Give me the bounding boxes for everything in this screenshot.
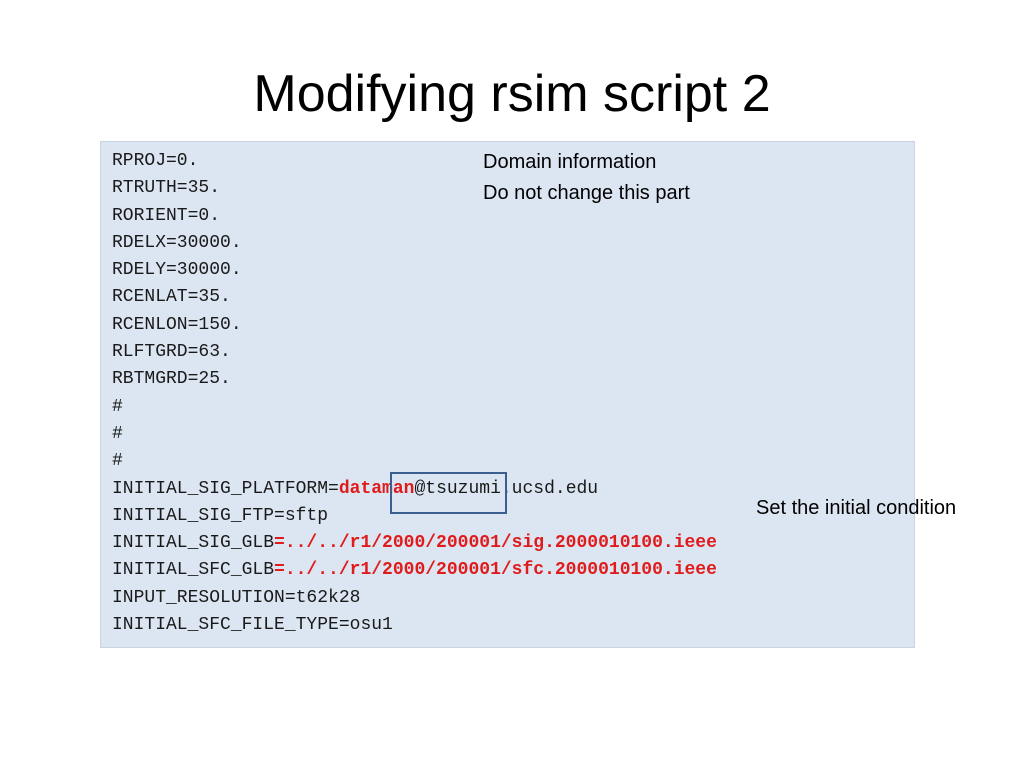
code-line-input-resolution: INPUT_RESOLUTION=t62k28 (112, 587, 361, 608)
sig-glb-key: INITIAL_SIG_GLB (112, 533, 275, 554)
domain-info-note: Domain information Do not change this pa… (483, 147, 690, 209)
code-line-sfc-file-type: INITIAL_SFC_FILE_TYPE=osu1 (112, 615, 393, 636)
code-line-sig-ftp: INITIAL_SIG_FTP=sftp (112, 505, 329, 526)
username-highlight-box (390, 472, 507, 514)
script-code-block: RPROJ=0. RTRUTH=35. RORIENT=0. RDELX=300… (112, 148, 717, 639)
code-line-comment: # (112, 423, 123, 444)
domain-info-line: Domain information (483, 151, 657, 173)
sfc-glb-key: INITIAL_SFC_GLB (112, 560, 275, 581)
slide-title: Modifying rsim script 2 (253, 65, 771, 123)
code-line-sig-glb: INITIAL_SIG_GLB=../../r1/2000/200001/sig… (112, 530, 717, 557)
sig-glb-path-highlight: =../../r1/2000/200001/sig.2000010100.iee… (274, 533, 717, 554)
code-line-sfc-glb: INITIAL_SFC_GLB=../../r1/2000/200001/sfc… (112, 557, 717, 584)
initial-condition-note: Set the initial condition (756, 497, 957, 519)
sig-platform-key: INITIAL_SIG_PLATFORM= (112, 478, 339, 499)
do-not-change-line: Do not change this part (483, 182, 690, 204)
code-line-comment: # (112, 396, 123, 417)
code-line-rtruth: RTRUTH=35. (112, 178, 221, 199)
platform-user-highlight: dataman (338, 478, 415, 499)
code-line-rproj: RPROJ=0. (112, 151, 199, 171)
code-line-rcenlon: RCENLON=150. (112, 314, 242, 335)
code-block-background (100, 141, 915, 648)
code-line-comment: # (112, 451, 123, 472)
code-line-rlftgrd: RLFTGRD=63. (112, 342, 231, 363)
code-line-rorient: RORIENT=0. (112, 205, 221, 226)
code-line-rbtmgrd: RBTMGRD=25. (112, 369, 231, 390)
code-line-rcenlat: RCENLAT=35. (112, 287, 231, 308)
code-line-rdelx: RDELX=30000. (112, 232, 242, 253)
sfc-glb-path-highlight: =../../r1/2000/200001/sfc.2000010100.iee… (274, 560, 717, 581)
code-line-rdely: RDELY=30000. (112, 260, 242, 281)
